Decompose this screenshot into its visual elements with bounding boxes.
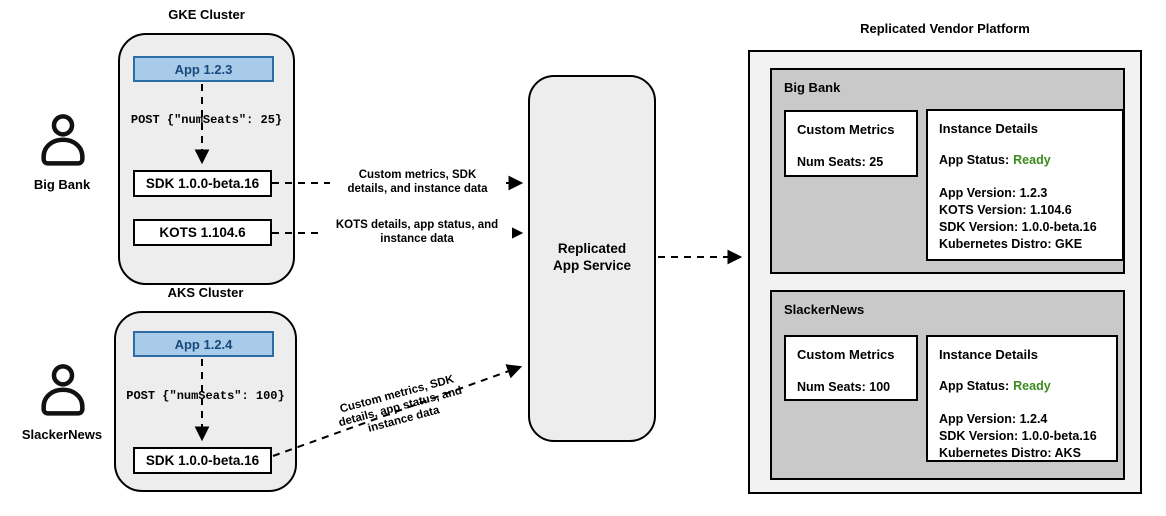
app-status-label: App Status:: [939, 379, 1010, 393]
instance-details-title: Instance Details: [939, 347, 1038, 362]
gke-sdk-box: SDK 1.0.0-beta.16: [133, 170, 272, 197]
actor-label-slackernews: SlackerNews: [21, 427, 103, 442]
gke-kots-box: KOTS 1.104.6: [133, 219, 272, 246]
combined-flow-label: Custom metrics, SDK details, app status,…: [316, 367, 485, 447]
kots-flow-label: KOTS details, app status, and instance d…: [322, 218, 512, 246]
detail-row: Kubernetes Distro: AKS: [939, 446, 1081, 460]
service-label-line2: App Service: [552, 258, 632, 273]
aks-post-call: POST {"numSeats": 100}: [123, 388, 288, 404]
custom-metrics-panel: Custom Metrics Num Seats: 25: [784, 110, 918, 177]
aks-cluster-title: AKS Cluster: [167, 285, 244, 300]
custom-metrics-title: Custom Metrics: [797, 122, 895, 137]
aks-sdk-box: SDK 1.0.0-beta.16: [133, 447, 272, 474]
app-status-label: App Status:: [939, 153, 1010, 167]
detail-row: SDK Version: 1.0.0-beta.16: [939, 220, 1097, 234]
num-seats-value: Num Seats: 100: [797, 380, 891, 394]
instance-details-rows: App Version: 1.2.4 SDK Version: 1.0.0-be…: [939, 411, 1097, 462]
instance-details-rows: App Version: 1.2.3 KOTS Version: 1.104.6…: [939, 185, 1097, 253]
tenant-card-big-bank: Big Bank Custom Metrics Num Seats: 25 In…: [770, 68, 1125, 274]
detail-row: App Version: 1.2.4: [939, 412, 1048, 426]
kots-flow-label-line1: KOTS details, app status, and: [335, 219, 499, 231]
person-icon: [41, 114, 85, 166]
app-status-value: Ready: [1013, 153, 1051, 167]
tenant-name: SlackerNews: [784, 302, 865, 317]
sdk-flow-label-line1: Custom metrics, SDK: [358, 169, 477, 181]
person-icon: [41, 364, 85, 416]
aks-cluster-box: App 1.2.4 POST {"numSeats": 100} SDK 1.0…: [114, 311, 297, 492]
gke-cluster-title: GKE Cluster: [168, 7, 245, 22]
gke-post-call: POST {"numSeats": 25}: [127, 112, 286, 128]
detail-row: App Version: 1.2.3: [939, 186, 1048, 200]
actor-label-big-bank: Big Bank: [33, 177, 91, 192]
tenant-card-slackernews: SlackerNews Custom Metrics Num Seats: 10…: [770, 290, 1125, 480]
app-status-row: App Status:Ready: [939, 153, 1051, 167]
app-status-row: App Status:Ready: [939, 379, 1051, 393]
service-label-line1: Replicated: [557, 241, 627, 256]
instance-details-panel: Instance Details App Status:Ready App Ve…: [926, 335, 1118, 462]
gke-app-box: App 1.2.3: [133, 56, 274, 82]
vendor-platform-box: Big Bank Custom Metrics Num Seats: 25 In…: [748, 50, 1142, 494]
app-status-value: Ready: [1013, 379, 1051, 393]
replicated-app-service-label: Replicated App Service: [530, 240, 654, 274]
detail-row: KOTS Version: 1.104.6: [939, 203, 1072, 217]
custom-metrics-title: Custom Metrics: [797, 347, 895, 362]
detail-row: SDK Version: 1.0.0-beta.16: [939, 429, 1097, 443]
num-seats-value: Num Seats: 25: [797, 155, 884, 169]
vendor-platform-title: Replicated Vendor Platform: [860, 21, 1030, 36]
gke-cluster-box: App 1.2.3 POST {"numSeats": 25} SDK 1.0.…: [118, 33, 295, 285]
detail-row: Kubernetes Distro: GKE: [939, 237, 1083, 251]
sdk-flow-label-line2: details, and instance data: [347, 183, 488, 195]
aks-app-box: App 1.2.4: [133, 331, 274, 357]
replicated-app-service-box: Replicated App Service: [528, 75, 656, 442]
kots-flow-label-line2: instance data: [380, 233, 454, 245]
instance-details-panel: Instance Details App Status:Ready App Ve…: [926, 109, 1124, 261]
custom-metrics-panel: Custom Metrics Num Seats: 100: [784, 335, 918, 401]
instance-details-title: Instance Details: [939, 121, 1038, 136]
sdk-flow-label: Custom metrics, SDK details, and instanc…: [330, 168, 505, 196]
tenant-name: Big Bank: [784, 80, 841, 95]
